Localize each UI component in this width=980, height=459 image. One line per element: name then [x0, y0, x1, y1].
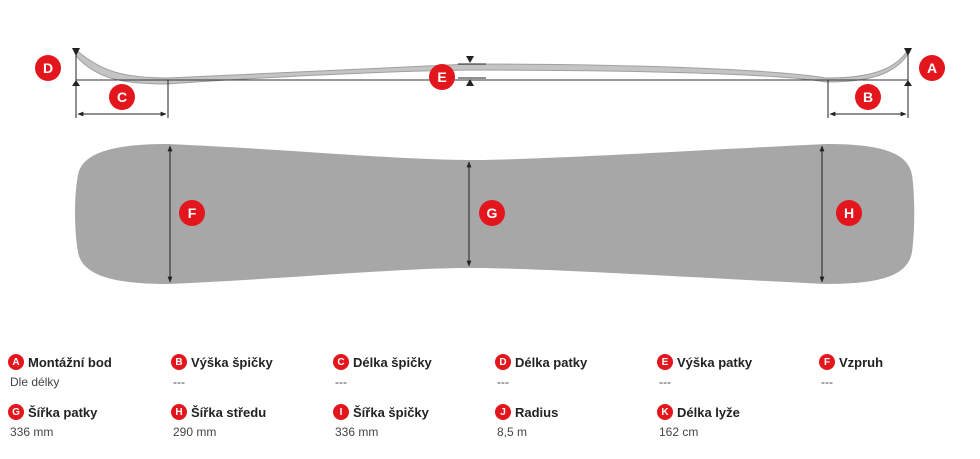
spec-label: Radius	[515, 404, 559, 420]
svg-text:G: G	[487, 205, 498, 221]
spec-label: Šířka špičky	[353, 404, 429, 420]
spec-label: Délka špičky	[353, 354, 432, 370]
marker-a: A	[919, 55, 945, 81]
spec-badge: H	[171, 404, 187, 420]
spec-value: Dle délky	[10, 375, 60, 389]
spec-delka-spicky: C Délka špičky ---	[333, 353, 493, 389]
spec-value: ---	[821, 375, 833, 389]
spec-vzpruh: F Vzpruh ---	[819, 353, 979, 389]
spec-value: ---	[497, 375, 509, 389]
spec-delka-lyze: K Délka lyže 162 cm	[657, 403, 817, 439]
spec-label: Délka patky	[515, 354, 588, 370]
marker-d: D	[35, 55, 61, 81]
marker-b: B	[855, 84, 881, 110]
spec-label: Výška špičky	[191, 354, 273, 370]
svg-text:C: C	[117, 89, 127, 105]
spec-label: Vzpruh	[839, 354, 884, 370]
spec-badge: A	[8, 354, 24, 370]
spec-badge: D	[495, 354, 511, 370]
spec-sirka-spicky: I Šířka špičky 336 mm	[333, 403, 493, 439]
svg-text:E: E	[437, 69, 446, 85]
spec-radius: J Radius 8,5 m	[495, 403, 655, 439]
svg-text:D: D	[43, 60, 53, 76]
spec-label: Výška patky	[677, 354, 753, 370]
spec-value: 336 mm	[10, 425, 54, 439]
spec-badge: J	[495, 404, 511, 420]
spec-vyska-patky: E Výška patky ---	[657, 353, 817, 389]
spec-label: Délka lyže	[677, 404, 740, 420]
spec-montazni-bod: A Montážní bod Dle délky	[8, 353, 168, 389]
spec-value: 8,5 m	[497, 425, 528, 439]
svg-text:H: H	[844, 205, 854, 221]
spec-sirka-patky: G Šířka patky 336 mm	[8, 403, 168, 439]
spec-badge: E	[657, 354, 673, 370]
spec-value: 290 mm	[173, 425, 217, 439]
spec-value: ---	[173, 375, 185, 389]
spec-label: Šířka patky	[28, 404, 98, 420]
svg-text:A: A	[927, 60, 937, 76]
spec-badge: F	[819, 354, 835, 370]
spec-value: 162 cm	[659, 425, 699, 439]
spec-label: Šířka středu	[191, 404, 267, 420]
spec-value: ---	[659, 375, 671, 389]
marker-c: C	[109, 84, 135, 110]
marker-g: G	[479, 200, 505, 226]
spec-value: ---	[335, 375, 347, 389]
svg-text:B: B	[863, 89, 873, 105]
spec-sirka-stredu: H Šířka středu 290 mm	[171, 403, 331, 439]
spec-vyska-spicky: B Výška špičky ---	[171, 353, 331, 389]
marker-e: E	[429, 64, 455, 90]
spec-label: Montážní bod	[28, 354, 112, 370]
spec-delka-patky: D Délka patky ---	[495, 353, 655, 389]
spec-value: 336 mm	[335, 425, 379, 439]
marker-h: H	[836, 200, 862, 226]
snowboard-dimensions-diagram: D A C B E F G H	[35, 48, 945, 284]
svg-text:F: F	[188, 205, 197, 221]
marker-f: F	[179, 200, 205, 226]
spec-badge: I	[333, 404, 349, 420]
spec-badge: K	[657, 404, 673, 420]
spec-badge: B	[171, 354, 187, 370]
spec-badge: C	[333, 354, 349, 370]
spec-badge: G	[8, 404, 24, 420]
